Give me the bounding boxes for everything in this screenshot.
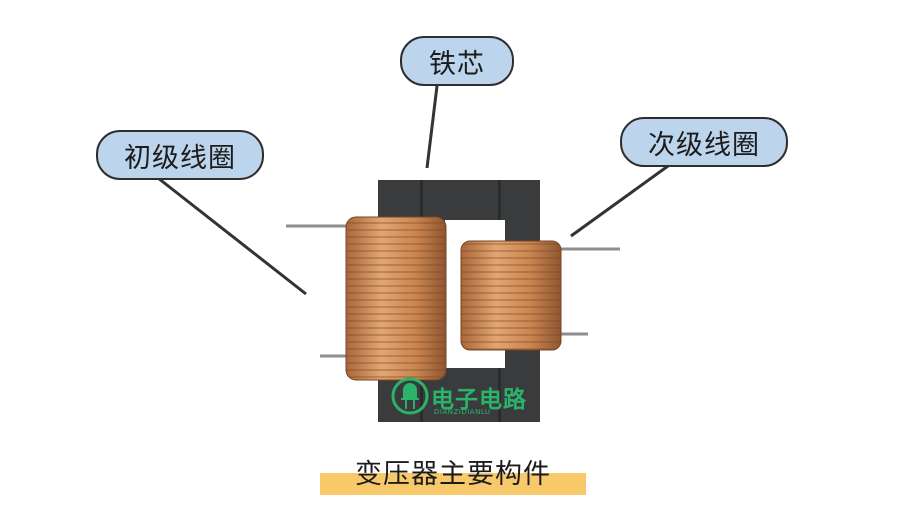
core-label: 铁芯: [400, 36, 514, 86]
caption-highlight: [320, 473, 586, 495]
watermark-subtext: DIANZIDIANLU: [434, 408, 491, 416]
secondary-coil: [460, 240, 562, 351]
caption: 变压器主要构件: [355, 459, 551, 490]
primary-leader-line: [157, 176, 307, 296]
secondary-coil-label: 次级线圈: [620, 117, 788, 167]
led-icon: [391, 377, 429, 415]
primary-coil-label: 初级线圈: [96, 130, 264, 180]
secondary-leader-line: [570, 164, 669, 238]
primary-coil: [345, 216, 447, 381]
watermark-text: 电子电路: [431, 387, 527, 413]
core-leader-line: [425, 85, 439, 169]
